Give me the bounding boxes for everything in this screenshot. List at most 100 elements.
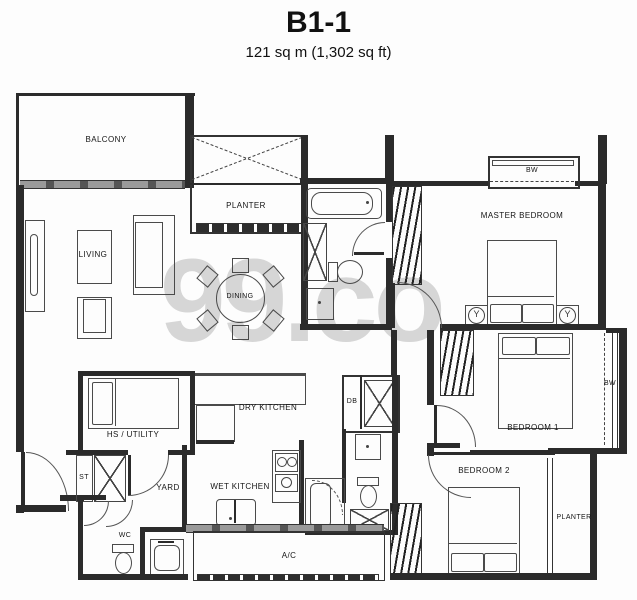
- master-baywindow-sill: [492, 160, 574, 166]
- page-subtitle: 121 sq m (1,302 sq ft): [245, 44, 392, 61]
- stove-burner1: [277, 457, 287, 467]
- bed1-bw-window: [612, 333, 618, 448]
- wall-washer-top: [140, 527, 186, 532]
- room-label-planter-right: PLANTER: [556, 514, 592, 521]
- mbath-wall-right-lower: [386, 258, 392, 330]
- planter-window-band: [196, 223, 305, 233]
- bed2-wardrobe: [390, 503, 422, 576]
- dining-table: [216, 274, 265, 323]
- master-wardrobe: [392, 186, 422, 285]
- wc-door-arc: [106, 500, 133, 527]
- bath2-toilet-bowl: [360, 485, 377, 508]
- bed1-wall-left-stub: [427, 443, 434, 456]
- wall-corridor-left: [391, 330, 397, 377]
- bed2-door-leaf: [428, 452, 470, 455]
- balcony-wall-top: [16, 93, 195, 96]
- planter-right-outer-wall: [590, 452, 597, 580]
- wall-wetkitchen-bath2: [299, 440, 304, 532]
- wetkitchen-sink-drain: [229, 517, 232, 520]
- outer-wall-bottomleft: [16, 505, 66, 512]
- room-label-hs-utility: HS / UTILITY: [106, 430, 160, 439]
- balcony-wall-right: [185, 93, 194, 188]
- mbath-sink-drain: [318, 301, 321, 304]
- wc-wall-top: [78, 495, 106, 500]
- room-label-living: LIVING: [78, 250, 108, 259]
- column-top-right: [598, 135, 607, 184]
- balcony-sliding-door: [20, 180, 185, 189]
- mbath-shower: [303, 223, 327, 281]
- room-label-dry-kitchen: DRY KITCHEN: [238, 403, 298, 412]
- room-label-master-bedroom: MASTER BEDROOM: [480, 211, 564, 220]
- room-label-ac: A/C: [281, 551, 297, 560]
- wall-bed1-bottom: [548, 448, 627, 454]
- master-wall-top-b: [575, 181, 603, 186]
- room-label-balcony: BALCONY: [85, 135, 127, 144]
- hs-bed: [88, 378, 179, 429]
- room-label-wet-kitchen: WET KITCHEN: [210, 482, 270, 491]
- hs-wall-left: [78, 371, 83, 455]
- bed1-door-leaf: [434, 405, 437, 446]
- bed2-foldline: [449, 543, 517, 544]
- bath2-sink-drain: [366, 445, 369, 448]
- wall-jog-yard: [60, 495, 84, 501]
- master-bed-pillow-left: [490, 304, 522, 323]
- bath2-sink: [355, 434, 381, 460]
- bathtub-drain: [366, 201, 369, 204]
- stove-burner-box1: [275, 453, 298, 472]
- wall-yard-top: [66, 450, 80, 455]
- mbath-sink: [306, 288, 334, 320]
- hs-door-leaf: [128, 455, 131, 495]
- hs-wall-bottom-b: [168, 450, 195, 455]
- master-baywindow-box: [488, 156, 580, 189]
- wall-yard-wetkitchen: [182, 445, 187, 527]
- sofa: [133, 215, 175, 295]
- washing-machine-door: [154, 545, 180, 571]
- ac-hatch-band: [197, 574, 379, 581]
- armchair: [77, 297, 112, 339]
- bed1-foldline: [499, 358, 570, 359]
- wall-master-bed1: [440, 324, 606, 330]
- master-lamp-right: [559, 307, 576, 324]
- bed2-pillow-left: [451, 553, 484, 572]
- bed2-pillow-right: [484, 553, 517, 572]
- room-label-bw-master: BW: [525, 167, 539, 174]
- outer-wall-left: [16, 185, 24, 452]
- bathtub: [306, 188, 382, 219]
- bed2-window: [547, 458, 553, 574]
- master-lamp-left: [468, 307, 485, 324]
- bath2-wall-left: [342, 429, 346, 503]
- bed1-bed: [498, 333, 573, 429]
- bed2-wall-top: [470, 450, 555, 455]
- room-label-dining: DINING: [226, 293, 254, 300]
- wetkitchen-sink: [216, 499, 256, 526]
- washing-machine-panel: [158, 541, 174, 543]
- room-label-bw-bedroom1: BW: [603, 380, 617, 387]
- bathtub-inner: [311, 192, 373, 215]
- bed1-wall-left-upper: [427, 330, 434, 405]
- room-label-db: DB: [346, 398, 358, 405]
- coffee-table: [77, 230, 112, 284]
- balcony-wall-left: [16, 93, 19, 188]
- room-label-yard: YARD: [156, 483, 180, 492]
- room-label-st: ST: [79, 474, 89, 481]
- hs-wall-top: [78, 371, 195, 376]
- mbath-wall-top: [300, 178, 392, 184]
- bed1-bw-top-stub: [606, 328, 619, 333]
- wetkitchen-window-band: [186, 524, 384, 533]
- tv-screen: [30, 234, 38, 296]
- master-bed-foldline: [488, 296, 554, 297]
- hs-bed-pillow: [92, 382, 113, 425]
- stove-burner-box2: [275, 474, 298, 492]
- db-block-outline: [342, 375, 400, 433]
- wall-bottom-main: [390, 573, 597, 580]
- entrance-door-arc: [26, 452, 69, 511]
- db-divider: [360, 375, 362, 429]
- drykitchen-counter2-edge: [196, 440, 234, 444]
- page-title: B1-1: [285, 6, 352, 39]
- room-label-wc: WC: [118, 532, 132, 539]
- wc-wall-left: [78, 495, 83, 580]
- bed1-wardrobe: [440, 330, 474, 396]
- dining-chair-n: [232, 258, 249, 273]
- bed1-pillow-right: [536, 337, 570, 355]
- drykitchen-counter: [193, 373, 306, 405]
